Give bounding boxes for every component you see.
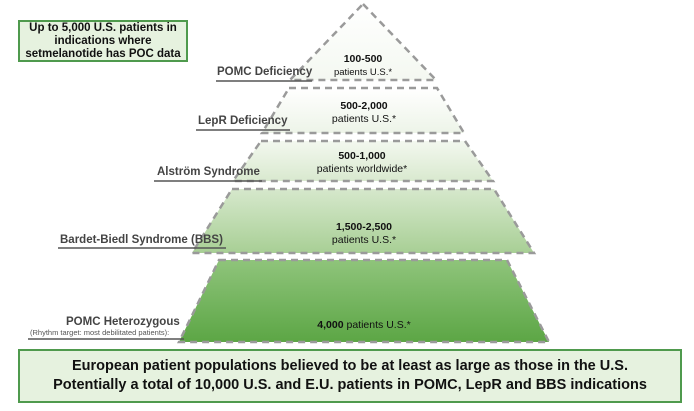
tier-lepr-deficiency: [259, 86, 467, 135]
tier-number: 1,500-2,500: [335, 221, 393, 233]
tier-bbs: [189, 187, 537, 255]
eu-summary-line-2: Potentially a total of 10,000 U.S. and E…: [53, 377, 647, 393]
tier-pomc-deficiency: [287, 2, 439, 82]
eu-summary-box: European patient populations believed to…: [18, 349, 682, 403]
label-pomc-deficiency: POMC Deficiency: [217, 66, 313, 78]
tier-text-pomc-heterozygous: 4,000 patients U.S.*: [317, 319, 410, 332]
label-alstrom-syndrome: Alström Syndrome: [157, 166, 260, 178]
poc-summary-line-3: setmelanotide has POC data: [25, 47, 181, 60]
tier-detail: patients U.S.*: [333, 67, 393, 78]
tier-text-alstrom-syndrome: 500-1,000 patients worldwide*: [317, 150, 407, 176]
tier-number: 500-2,000: [340, 100, 388, 112]
label-pomc-heterozygous: POMC Heterozygous: [66, 316, 180, 328]
tier-text-bbs: 1,500-2,500 patients U.S.*: [332, 221, 396, 247]
poc-summary-box: Up to 5,000 U.S. patients in indications…: [18, 20, 188, 62]
tier-number: 4,000: [317, 319, 344, 331]
tier-detail: patients worldwide*: [316, 163, 408, 175]
tier-text-lepr-deficiency: 500-2,000 patients U.S.*: [332, 100, 396, 126]
tier-number: 100-500: [343, 53, 383, 65]
tier-pomc-heterozygous: [176, 258, 552, 344]
label-bbs: Bardet-Biedl Syndrome (BBS): [60, 234, 223, 246]
label-pomc-heterozygous-note: (Rhythm target: most debilitated patient…: [30, 328, 170, 337]
tier-detail: patients U.S.*: [331, 113, 397, 125]
label-lepr-deficiency: LepR Deficiency: [198, 115, 288, 127]
tier-detail: patients U.S.*: [331, 234, 397, 246]
tier-text-pomc-deficiency: 100-500 patients U.S.*: [334, 53, 392, 79]
tier-alstrom-syndrome: [230, 139, 496, 183]
eu-summary-line-1: European patient populations believed to…: [72, 358, 628, 374]
tier-detail: patients U.S.*: [346, 319, 411, 331]
poc-summary-line-1: Up to 5,000 U.S. patients in: [29, 21, 177, 34]
poc-summary-line-2: indications where: [54, 34, 152, 47]
tier-number: 500-1,000: [338, 150, 386, 162]
